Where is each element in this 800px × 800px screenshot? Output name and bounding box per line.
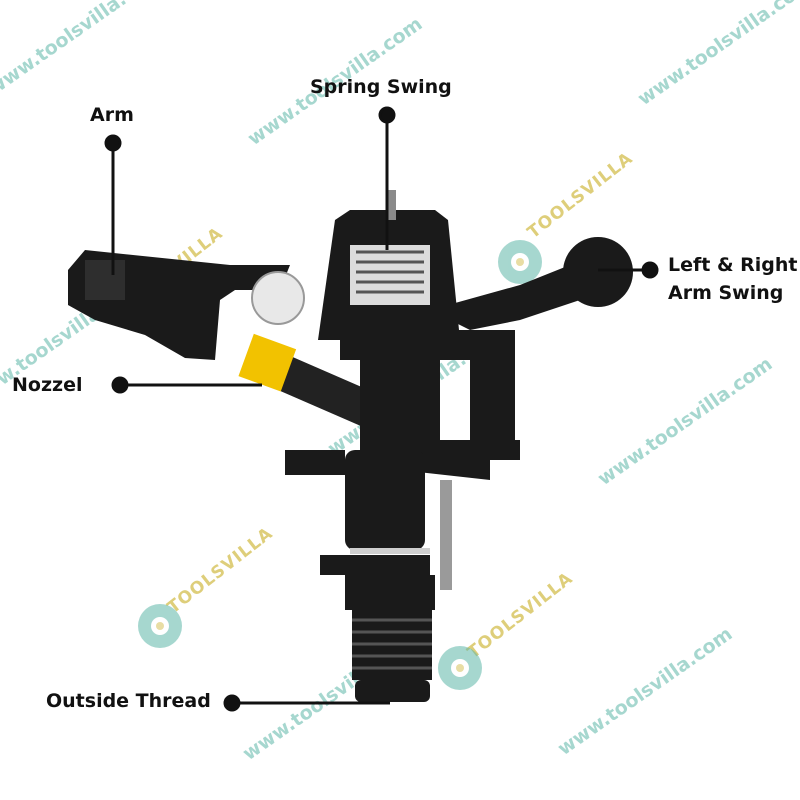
- arm-swing-weight: [563, 237, 633, 307]
- callout-leader-arm-swing: [598, 261, 659, 279]
- spindle: [386, 190, 396, 220]
- stem-pin: [440, 480, 452, 590]
- thread-section: [345, 575, 435, 702]
- spring-coil: [356, 250, 424, 294]
- callout-leader-nozzel: [111, 376, 262, 394]
- nozzle-tip: [238, 333, 297, 392]
- arm-weight: [85, 260, 125, 300]
- callout-leaders: [104, 106, 659, 712]
- callout-leader-spring-swing: [378, 106, 396, 250]
- watermark-logo-icon: [498, 240, 542, 284]
- watermark-logo-icon: [138, 604, 182, 648]
- bearing-disc: [251, 271, 305, 325]
- watermark-logo-icon: [438, 646, 482, 690]
- label-outside-thread: Outside Thread: [46, 690, 211, 712]
- label-nozzel: Nozzel: [12, 374, 83, 396]
- sprinkler-body: [68, 190, 633, 702]
- label-left-right: Left & Right: [668, 254, 798, 276]
- label-spring-swing: Spring Swing: [310, 76, 452, 98]
- callout-leader-outside-thread: [223, 694, 390, 712]
- label-arm: Arm: [90, 104, 134, 126]
- right-arm-part: [430, 265, 580, 330]
- spring-window: [350, 245, 430, 305]
- label-arm-swing: Arm Swing: [668, 282, 784, 304]
- callout-leader-arm: [104, 134, 122, 275]
